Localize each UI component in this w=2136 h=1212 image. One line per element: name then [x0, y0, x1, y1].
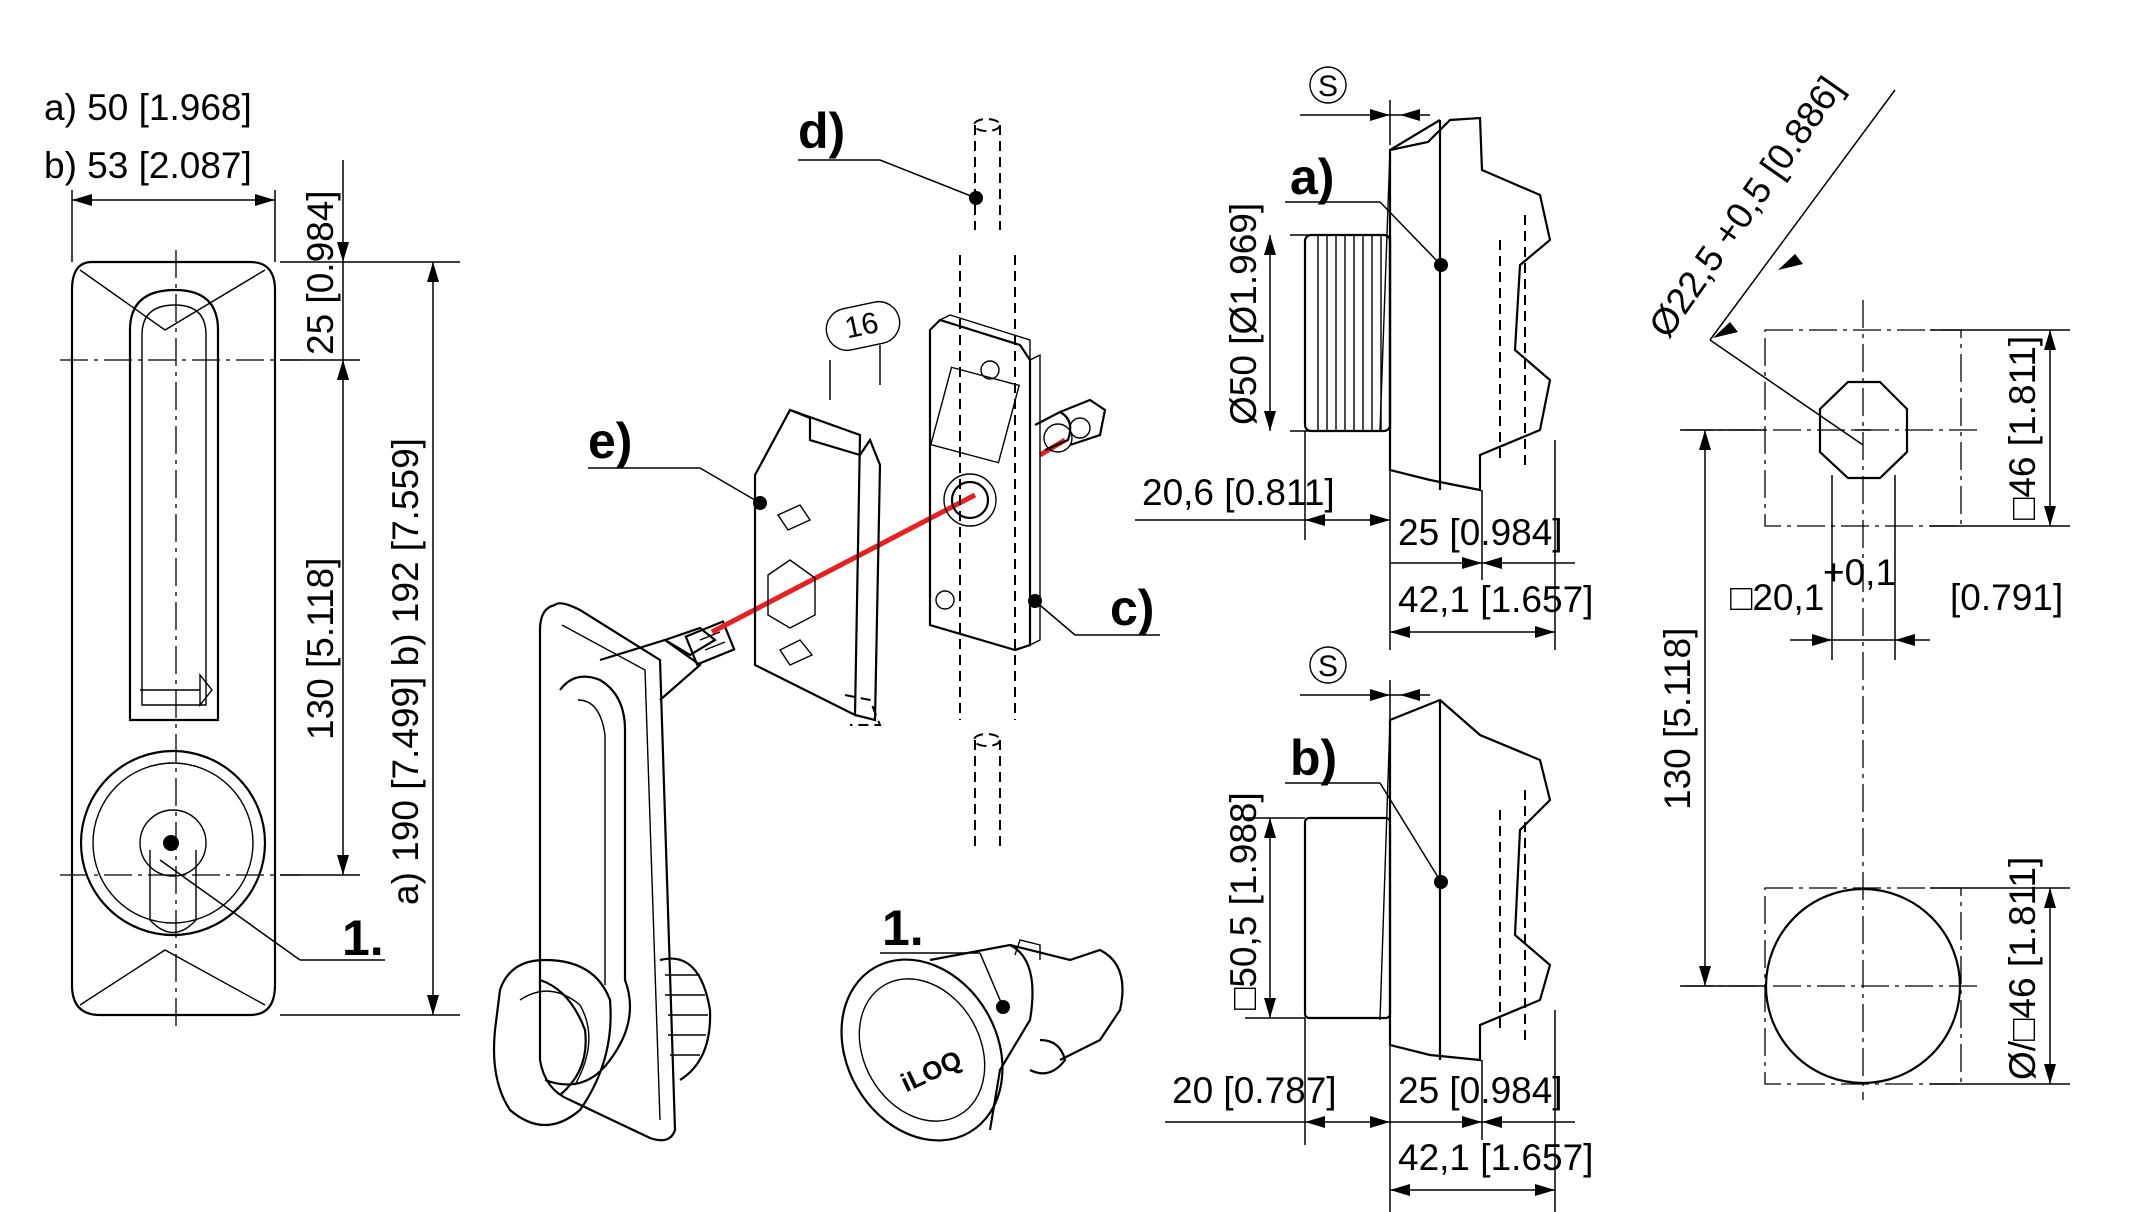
cylinder-iloq: iLOQ 1. [840, 900, 1124, 1142]
label-d: d) [798, 103, 845, 159]
dim-width-b: b) 53 [2.087] [44, 145, 252, 186]
label-e: e) [588, 413, 632, 469]
dim-dia-sq-46: Ø/□46 [1.811] [2002, 857, 2043, 1080]
dim-25-b: 25 [0.984] [1398, 1070, 1563, 1111]
s-symbol-a: S [1318, 70, 1338, 103]
handle-isometric [492, 602, 736, 1142]
dim-20-6: 20,6 [0.811] [1142, 472, 1335, 513]
side-view-a: a) S Ø50 [Ø1.969] 20,6 [0.811] 25 [0.984… [1135, 66, 1593, 650]
left-dimensions: a) 50 [1.968] b) 53 [2.087] 25 [0.984] 1… [44, 87, 460, 1016]
dim-width-a: a) 50 [1.968] [44, 87, 252, 128]
label-a: a) [1290, 149, 1334, 205]
dim-tol-0-1: +0,1 [1823, 552, 1896, 593]
dim-box-16 [825, 300, 901, 352]
bracket-e: e) 16 [588, 300, 901, 726]
lock-body-c: c) d) [798, 103, 1160, 850]
dim-sq-50-5: □50,5 [1.988] [1223, 792, 1264, 1010]
side-view-b: b) S □50,5 [1.988] 20 [0.787] 25 [0.984]… [1165, 646, 1593, 1212]
dim-sq-46-top: □46 [1.811] [2002, 336, 2043, 520]
svg-text:16: 16 [842, 306, 882, 345]
dim-42-a: 42,1 [1.657] [1398, 579, 1593, 620]
s-symbol-b: S [1318, 650, 1338, 683]
dim-dia-50: Ø50 [Ø1.969] [1223, 203, 1264, 425]
dim-20: 20 [0.787] [1172, 1070, 1337, 1111]
cutout-view: Ø22,5 +0,5 [0.886] □46 [1.811] □20,1 +0,… [1641, 69, 2070, 1100]
alignment-laser [710, 492, 977, 635]
dim-top-25: 25 [0.984] [300, 190, 341, 355]
dim-25-a: 25 [0.984] [1398, 512, 1563, 553]
label-1-mid: 1. [882, 900, 924, 956]
label-b: b) [1290, 730, 1337, 786]
dim-sq-20-1: □20,1 [1730, 577, 1824, 618]
label-c: c) [1110, 580, 1154, 636]
dim-dia-22-5: Ø22,5 +0,5 [0.886] [1641, 69, 1851, 344]
dim-130-right: 130 [5.118] [1657, 628, 1698, 810]
dim-0-791: [0.791] [1950, 577, 2063, 618]
label-1-left: 1. [342, 910, 384, 966]
dim-42-b: 42,1 [1.657] [1398, 1137, 1593, 1178]
dim-130-left: 130 [5.118] [300, 558, 341, 740]
dim-total-length: a) 190 [7.499] b) 192 [7.559] [385, 438, 426, 905]
front-view [60, 250, 300, 1030]
brand-logo: iLOQ [896, 1044, 966, 1098]
